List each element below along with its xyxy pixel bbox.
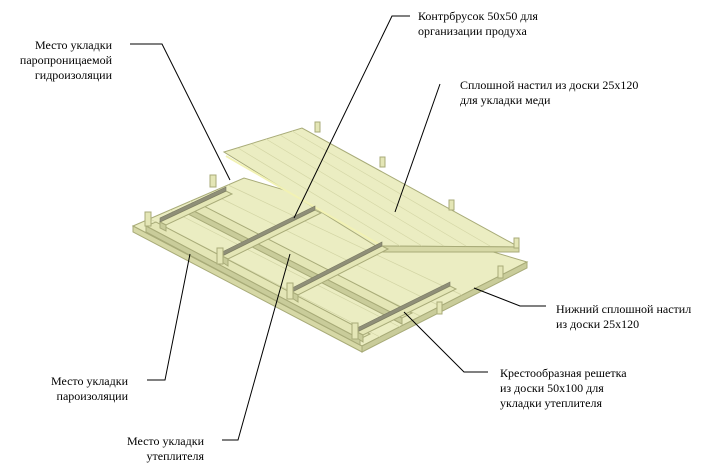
label-solid-bottom: Нижний сплошной настил из доски 25х120 bbox=[556, 302, 692, 331]
batten-ends bbox=[144, 121, 520, 340]
grid-board-front-side bbox=[145, 225, 361, 346]
leader-vapor-permeable bbox=[130, 43, 231, 181]
leader-solid-top bbox=[394, 83, 441, 213]
counter-batten-4 bbox=[355, 281, 458, 343]
cross-grid-longitudinal-boards bbox=[144, 202, 414, 346]
leader-solid-bottom bbox=[473, 287, 546, 307]
top-deck-side-edge bbox=[375, 245, 520, 253]
leader-cross-grid bbox=[403, 311, 488, 373]
bottom-deck-side-edge bbox=[361, 261, 528, 353]
counter-battens bbox=[158, 186, 458, 343]
label-solid-top: Сплошной настил из доски 25х120 для укла… bbox=[460, 78, 639, 107]
top-solid-deck bbox=[222, 127, 520, 253]
label-insulation: Место укладки утеплителя bbox=[126, 434, 204, 463]
label-vapor-barrier: Место укладки пароизоляции bbox=[50, 374, 128, 403]
top-deck-highlight bbox=[225, 155, 383, 247]
label-vapor-permeable: Место укладки паропроницаемой гидроизоля… bbox=[19, 38, 112, 82]
leader-vapor-barrier bbox=[147, 253, 191, 381]
leader-insulation bbox=[222, 253, 291, 441]
leader-counter-batten bbox=[293, 15, 410, 219]
counter-batten-1 bbox=[158, 186, 234, 232]
label-cross-grid: Крестообразная решетка из доски 50х100 д… bbox=[500, 366, 627, 410]
leader-lines bbox=[130, 15, 546, 441]
top-deck-board-seams bbox=[237, 130, 491, 247]
label-counter-batten: Контрбрусок 50х50 для организации продух… bbox=[418, 9, 538, 38]
